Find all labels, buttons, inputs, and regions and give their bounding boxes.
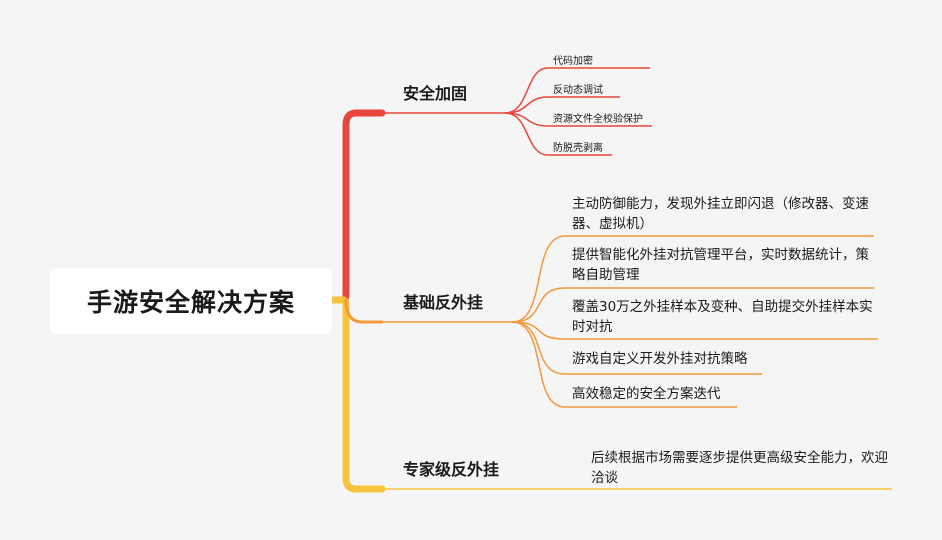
security-leaf-connectors: [504, 67, 652, 156]
trunk-connector-red: [328, 109, 386, 304]
branch-basic-anti-cheat[interactable]: 基础反外挂: [403, 293, 484, 312]
branch-security-hardening[interactable]: 安全加固: [403, 84, 468, 103]
leaf-active-defense[interactable]: 主动防御能力，发现外挂立即闪退（修改器、变速器、虚拟机）: [572, 196, 869, 232]
leaf-code-encryption[interactable]: 代码加密: [553, 56, 593, 67]
leaf-anti-unpack[interactable]: 防脱壳剥离: [553, 143, 603, 154]
leaf-anti-debug[interactable]: 反动态调试: [553, 85, 603, 96]
leaf-resource-verify[interactable]: 资源文件全校验保护: [553, 114, 643, 125]
basic-leaf-connectors: [511, 235, 878, 408]
branch-expert-anti-cheat[interactable]: 专家级反外挂: [403, 460, 500, 479]
leaf-custom-strategy[interactable]: 游戏自定义开发外挂对抗策略: [572, 351, 748, 367]
leaf-sample-coverage[interactable]: 覆盖30万之外挂样本及变种、自助提交外挂样本实时对抗: [572, 299, 873, 335]
trunk-connector-yellow: [328, 296, 386, 493]
trunk-connector-mid: [344, 298, 384, 324]
leaf-advanced-capability[interactable]: 后续根据市场需要逐步提供更高级安全能力，欢迎洽谈: [591, 450, 888, 486]
leaf-iteration[interactable]: 高效稳定的安全方案迭代: [572, 386, 721, 402]
leaf-management-platform[interactable]: 提供智能化外挂对抗管理平台，实时数据统计，策略自助管理: [572, 247, 869, 283]
root-topic[interactable]: 手游安全解决方案: [50, 268, 332, 334]
